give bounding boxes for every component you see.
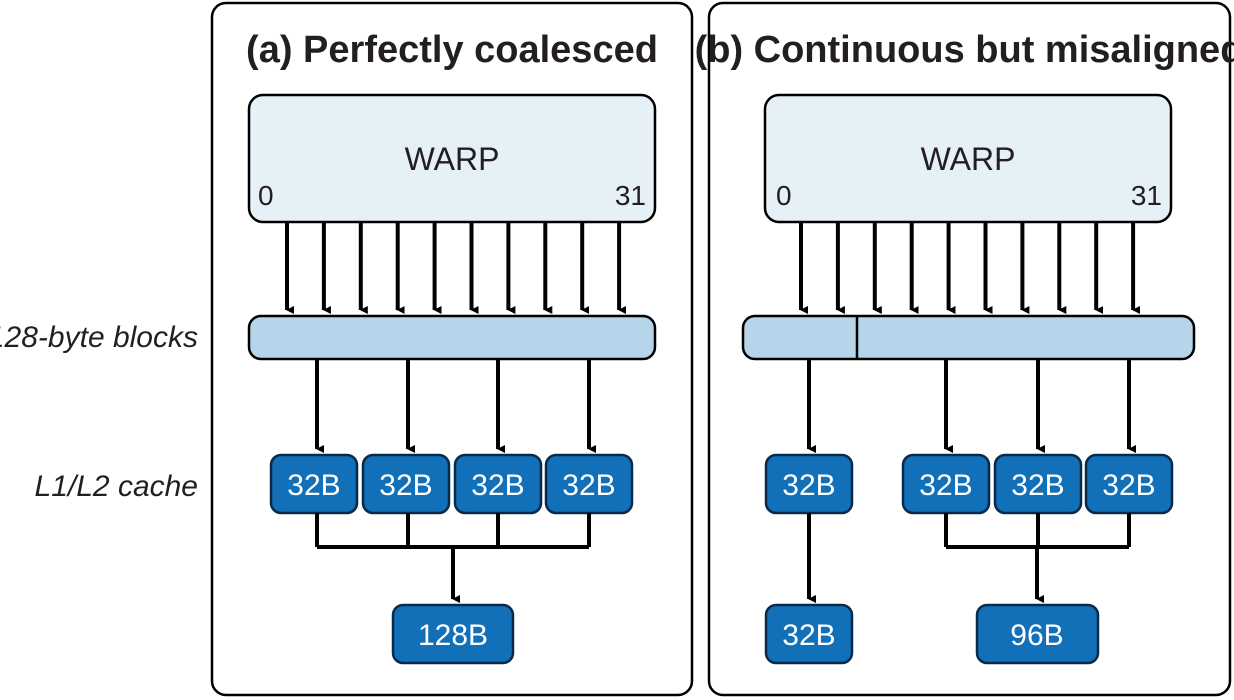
panel-b-segment-1: 32B bbox=[764, 453, 854, 515]
panel-a-thread-start: 0 bbox=[258, 180, 274, 211]
panel-b-segment-arrows bbox=[807, 359, 1136, 453]
panel-b-title: (b) Continuous but misaligned bbox=[695, 29, 1234, 71]
panel-b-segment-4-label: 32B bbox=[1102, 469, 1155, 502]
panel-b-warp-label: WARP bbox=[921, 141, 1016, 177]
panel-b-merge-lines bbox=[944, 513, 1131, 549]
panel-a-segment-4: 32B bbox=[544, 453, 634, 515]
panel-a-segment-1: 32B bbox=[269, 453, 359, 515]
row-label-cache: L1/L2 cache bbox=[35, 470, 198, 503]
panel-b-warp-box bbox=[763, 93, 1173, 224]
panel-a-result-label: 128B bbox=[418, 619, 488, 652]
panel-b-segment-4: 32B bbox=[1084, 453, 1174, 515]
panel-a-segment-2-label: 32B bbox=[379, 469, 432, 502]
panel-b-memory-block bbox=[741, 314, 1196, 361]
panel-a-thread-end: 31 bbox=[615, 180, 646, 211]
panel-b-segment-2-label: 32B bbox=[919, 469, 972, 502]
panel-a-merge-lines bbox=[315, 513, 591, 549]
panel-a-warp-label: WARP bbox=[405, 141, 500, 177]
row-label-blocks: 128-byte blocks bbox=[0, 321, 198, 354]
panel-b-thread-start: 0 bbox=[776, 180, 792, 211]
panel-a-warp-box bbox=[247, 93, 657, 224]
panel-b-result-2-label: 96B bbox=[1010, 619, 1063, 652]
panel-b: (b) Continuous but misaligned WARP 0 31 … bbox=[695, 1, 1234, 697]
panel-b-thread-arrows bbox=[799, 222, 1141, 314]
panel-b-result-1-label: 32B bbox=[782, 619, 835, 652]
panel-b-segment-3-label: 32B bbox=[1011, 469, 1064, 502]
panel-a: (a) Perfectly coalesced WARP 0 31 32B 32… bbox=[210, 1, 694, 697]
panel-b-segment-3: 32B bbox=[993, 453, 1083, 515]
panel-b-result-2: 96B bbox=[975, 603, 1100, 665]
panel-a-segment-2: 32B bbox=[361, 453, 451, 515]
panel-b-segment-2: 32B bbox=[901, 453, 991, 515]
panel-a-segment-3-label: 32B bbox=[471, 469, 524, 502]
panel-a-result: 128B bbox=[391, 603, 515, 665]
panel-a-segment-4-label: 32B bbox=[562, 469, 615, 502]
panel-a-segment-arrows bbox=[315, 359, 596, 453]
panel-a-segment-1-label: 32B bbox=[287, 469, 340, 502]
panel-b-thread-end: 31 bbox=[1131, 180, 1162, 211]
panel-a-title: (a) Perfectly coalesced bbox=[246, 29, 658, 71]
panel-a-thread-arrows bbox=[285, 222, 627, 314]
panel-a-memory-block bbox=[247, 314, 657, 361]
panel-b-segment-1-label: 32B bbox=[782, 469, 835, 502]
panel-a-segment-3: 32B bbox=[453, 453, 543, 515]
panel-b-result-1: 32B bbox=[764, 603, 854, 665]
